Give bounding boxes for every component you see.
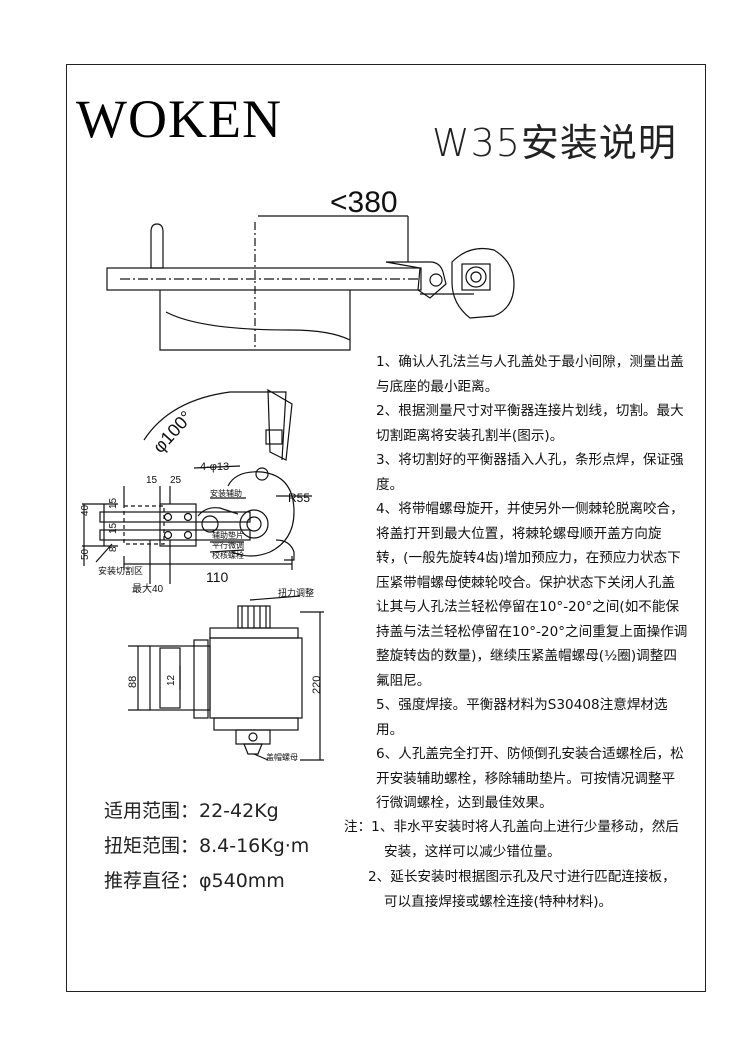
label-aux-pad: 辅助垫片 [212,530,244,540]
note-2-line-2: 可以直接焊接或螺栓连接(特种材料)。 [384,894,613,910]
spec-weight-range: 适用范围：22-42Kg [104,800,279,822]
step-2: 2、根据测量尺寸对平衡器连接片划线，切割。最大切割距离将安装孔割半(图示)。 [376,403,684,444]
spec-diameter: 推荐直径：φ540mm [104,870,285,892]
dim-8: 8 [108,546,119,552]
dim-380: <380 [330,186,398,219]
dim-15a: 15 [146,475,158,486]
step-1: 1、确认人孔法兰与人孔盖处于最小间隙，测量出盖与底座的最小距离。 [376,354,684,395]
dim-25: 25 [170,475,182,486]
note-1-line-2: 安装，这样可以减少错位量。 [384,844,561,860]
dim-88: 88 [127,676,139,688]
spec-list: 适用范围：22-42Kg 扭矩范围：8.4-16Kg·m 推荐直径：φ540mm [104,794,309,899]
top-view [106,215,515,351]
note-2-line-1: 2、延长安装时根据图示孔及尺寸进行匹配连接板， [368,869,676,885]
page-title: W35安装说明 [432,121,677,165]
dim-15b: 15 [108,497,119,509]
dim-radius: φ100° [149,407,197,457]
page-border [66,64,706,992]
label-cut-zone: 安装切割区 [98,565,143,576]
installation-steps: 1、确认人孔法兰与人孔盖处于最小间隙，测量出盖与底座的最小距离。 2、根据测量尺… [376,350,688,816]
step-3: 3、将切割好的平衡器插入人孔，条形点焊，保证强度。 [376,452,684,493]
dim-r55: R55 [288,491,310,505]
label-adjust: 平行微调 [212,540,244,550]
notes: 注：1、非水平安装时将人孔盖向上进行少量移动，然后 安装，这样可以减少错位量。 … [344,815,684,915]
dim-220: 220 [311,676,323,694]
spec-torque-range: 扭矩范围：8.4-16Kg·m [104,835,310,857]
label-plate: 安装辅助 [210,488,242,498]
step-6: 6、人孔盖完全打开、防倾倒孔安装合适螺栓后，松开安装辅助螺栓，移除辅助垫片。可按… [376,746,684,811]
dim-max40: 最大40 [132,582,164,595]
dimension-labels: <380 φ100° 4-φ13 R55 15 25 40 15 50 8 15… [80,186,398,762]
brand-logo: WOKEN [76,89,282,149]
label-torque-adjust: 扭力调整 [278,587,314,598]
dim-50: 50 [80,548,91,560]
step-5: 5、强度焊接。平衡器材料为S30408注意焊材选用。 [376,697,668,738]
dim-40: 40 [80,504,91,516]
dim-holes: 4-φ13 [200,461,229,473]
label-cap-nut: 盖帽螺母 [266,752,298,762]
side-view [82,388,312,584]
label-bolt: 校核螺栓 [212,550,244,560]
dim-12: 12 [166,674,177,686]
dim-15c: 15 [108,522,119,534]
front-view [128,595,324,761]
step-4: 4、将带帽螺母旋开，并使另外一侧棘轮脱离咬合，将盖打开到最大位置，将棘轮螺母顺开… [376,501,688,689]
note-1-line-1: 注：1、非水平安装时将人孔盖向上进行少量移动，然后 [344,819,679,835]
dim-110: 110 [206,569,229,585]
